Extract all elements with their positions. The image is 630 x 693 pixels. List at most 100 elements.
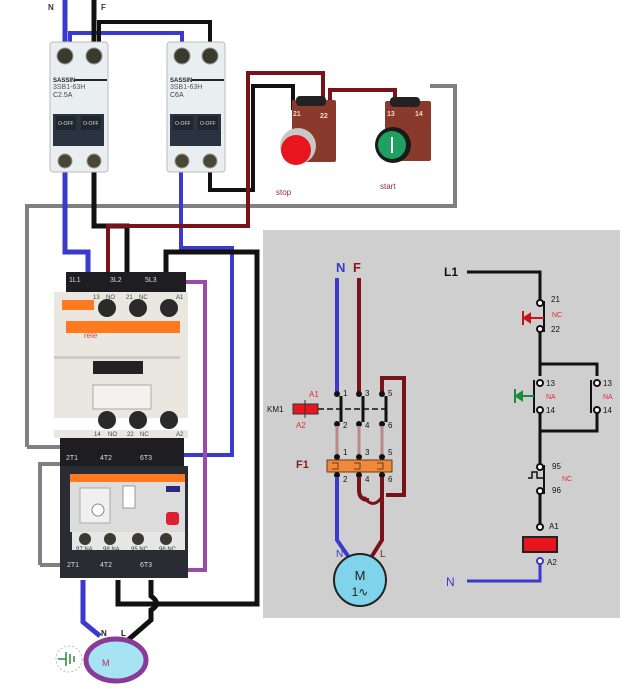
overload-98-na: 98 NA: [103, 547, 120, 553]
stop-terminal-21: 21: [293, 111, 301, 118]
motor: [83, 636, 149, 684]
stop-nc: NC: [552, 312, 562, 319]
main-breaker-rating: C2.5A: [53, 92, 73, 99]
control-breaker-lever-2[interactable]: [198, 116, 218, 130]
black-control-phase: [208, 84, 295, 192]
overload-4t2: 4T2: [100, 562, 112, 569]
start-button-symbol: [514, 389, 534, 403]
schematic-motor-label: M: [355, 568, 366, 583]
f1-top-3: 3: [365, 448, 370, 457]
contactor[interactable]: 1L1 3L2 5L3 13 NO 21 NC A1 rele 14 NO 22…: [54, 272, 188, 466]
contactor-1l1: 1L1: [69, 277, 81, 284]
coil-a2: A2: [547, 558, 557, 567]
hold-13: 13: [603, 379, 612, 388]
red-wire-stop: [106, 71, 325, 305]
contact-bottom-4: 4: [365, 421, 370, 430]
start-na: NA: [546, 394, 556, 401]
overload-96-nc: 96 NC: [159, 547, 177, 553]
contactor-aux-22: 22: [127, 432, 134, 438]
field-wires: [25, 0, 457, 642]
overload-97-na: 97 NA: [76, 547, 93, 553]
start-terminal-14: 14: [415, 111, 423, 118]
lever-label: O-OFF: [83, 121, 99, 127]
km1-a1-label: A1: [309, 390, 319, 399]
schematic-phase-label: F: [353, 260, 361, 275]
schematic-panel: [263, 230, 620, 618]
schematic-motor: [333, 553, 387, 607]
hold-14: 14: [603, 406, 612, 415]
stop-terminal-22: 22: [320, 113, 328, 120]
control-breaker-model: 3SB1-63H: [170, 84, 202, 91]
gray-wire-start: [25, 84, 457, 447]
contactor-aux-nc-bottom: NC: [140, 432, 149, 438]
contactor-5l3: 5L3: [145, 277, 157, 284]
stop-button[interactable]: 21 22: [280, 96, 336, 165]
overload-relay[interactable]: 97 NA 98 NA 95 NC 96 NC 2T1 4T2 6T3: [60, 466, 188, 578]
control-coil: [522, 536, 558, 553]
stop-label: stop: [276, 188, 292, 197]
overload-2t1: 2T1: [67, 562, 79, 569]
contactor-a2: A2: [176, 432, 184, 438]
contact-bottom-2: 2: [343, 421, 348, 430]
motor-label: M: [102, 658, 110, 668]
blue-motor-neutral: [80, 580, 102, 638]
black-load-loop: [115, 249, 260, 607]
motor-terminal-n: N: [101, 629, 107, 638]
contactor-aux-no: NO: [106, 295, 115, 301]
main-breaker-model: 3SB1-63H: [53, 84, 85, 91]
contactor-rele-label: rele: [84, 331, 98, 340]
f1-bottom-6: 6: [388, 475, 393, 484]
coil-a1: A1: [549, 522, 559, 531]
lever-label: O-OFF: [58, 121, 74, 127]
lever-label: O-OFF: [175, 121, 191, 127]
black-motor-phase: [126, 580, 159, 642]
contactor-2t1: 2T1: [66, 455, 78, 462]
ol-96: 96: [552, 486, 561, 495]
contactor-aux-14: 14: [94, 432, 101, 438]
km1-label: KM1: [267, 405, 284, 414]
contactor-a1: A1: [176, 295, 184, 301]
start-14: 14: [546, 406, 555, 415]
ol-nc: NC: [562, 476, 572, 483]
stop-button-symbol: [522, 311, 544, 325]
contactor-6t3: 6T3: [140, 455, 152, 462]
l1-label: L1: [444, 265, 458, 279]
hold-na: NA: [603, 394, 613, 401]
control-breaker-rating: C6A: [170, 92, 184, 99]
contactor-3l2: 3L2: [110, 277, 122, 284]
main-breaker-lever-2[interactable]: [81, 116, 101, 130]
start-13: 13: [546, 379, 555, 388]
start-label: start: [380, 182, 396, 191]
contact-bottom-6: 6: [388, 421, 393, 430]
supply-phase-label: F: [101, 3, 106, 12]
contactor-aux-13: 13: [93, 295, 100, 301]
main-breaker[interactable]: SASSIN 3SB1-63H C2.5A O-OFF O-OFF: [49, 41, 109, 173]
main-breaker-lever-1[interactable]: [56, 116, 76, 130]
start-button[interactable]: 13 14: [375, 97, 431, 163]
control-breaker[interactable]: SASSIN 3SB1-63H C6A O-OFF O-OFF: [166, 41, 226, 173]
contact-top-3: 3: [365, 389, 370, 398]
motor-neutral-wire: [335, 477, 350, 558]
control-breaker-brand: SASSIN: [170, 78, 192, 84]
thermal-symbol: [528, 471, 543, 479]
overload-reset-button[interactable]: [166, 512, 179, 525]
contactor-aux-no-bottom: NO: [108, 432, 117, 438]
f1-label: F1: [296, 459, 309, 471]
schematic-neutral-label: N: [336, 260, 345, 275]
supply-neutral-label: N: [48, 3, 54, 12]
overload-6t3: 6T3: [140, 562, 152, 569]
contact-top-1: 1: [343, 389, 348, 398]
power-circuit: N F 1 3 5 KM1 A1 A2 2 4 6 1 3 5 F: [267, 260, 406, 607]
overload-95-nc: 95 NC: [131, 547, 149, 553]
stop-22: 22: [551, 325, 560, 334]
motor-terminal-l: L: [121, 629, 126, 638]
f1-top-5: 5: [388, 448, 393, 457]
control-breaker-lever-1[interactable]: [173, 116, 193, 130]
f1-top-1: 1: [343, 448, 348, 457]
overload-test-button[interactable]: [166, 486, 180, 492]
km1-a2-label: A2: [296, 421, 306, 430]
contactor-aux-21: 21: [126, 295, 133, 301]
ground-icon: [55, 645, 83, 673]
